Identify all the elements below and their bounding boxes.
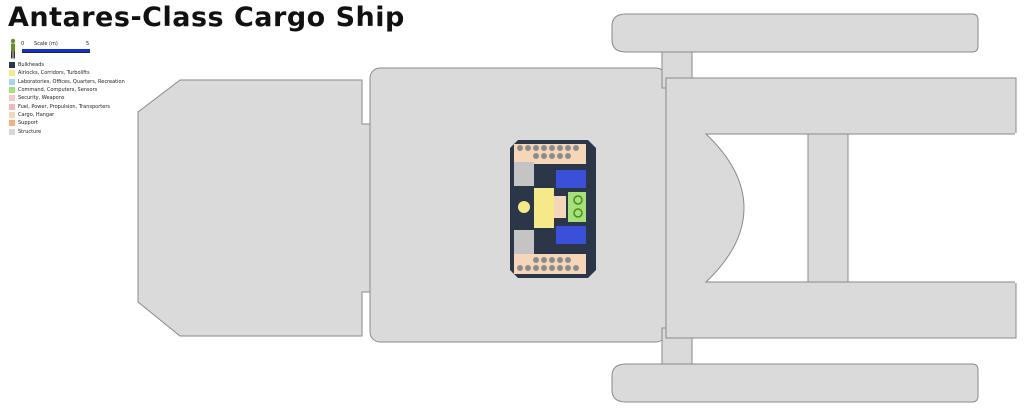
legend-swatch (9, 87, 15, 94)
scale-bar (22, 49, 90, 52)
person-icon (10, 38, 16, 59)
engine-cutout-left (704, 133, 809, 283)
forward-hull (137, 79, 371, 337)
engine-cutout-right (848, 134, 1018, 282)
scale-indicator: 0 Scale (m) 5 (8, 38, 108, 60)
scale-start: 0 (21, 41, 25, 47)
legend-item-bulkheads: Bulkheads (9, 61, 125, 69)
legend-item-security: Security, Weapons (9, 94, 125, 102)
top-nacelle (611, 13, 979, 53)
legend-item-structure: Structure (9, 127, 125, 135)
legend-swatch (9, 70, 15, 77)
bottom-nacelle (611, 363, 979, 403)
legend-swatch (9, 62, 15, 69)
legend-item-support: Support (9, 119, 125, 127)
legend-swatch (9, 111, 15, 118)
legend-item-laboratories: Laboratories, Offices, Quarters, Recreat… (9, 78, 125, 86)
scale-end: 5 (86, 41, 90, 47)
legend-swatch (9, 120, 15, 127)
legend-swatch (9, 78, 15, 85)
legend-item-cargo: Cargo, Hangar (9, 111, 125, 119)
legend-swatch (9, 103, 15, 110)
scale-label: Scale (m) (34, 41, 58, 47)
legend: Bulkheads Airlocks, Corridors, Turbolift… (9, 61, 125, 136)
scale-baseline (22, 52, 90, 53)
deck-module (510, 140, 596, 278)
legend-item-airlocks: Airlocks, Corridors, Turbolifts (9, 69, 125, 77)
legend-swatch (9, 95, 15, 102)
legend-swatch (9, 128, 15, 135)
legend-item-fuel: Fuel, Power, Propulsion, Transporters (9, 102, 125, 110)
page-title: Antares-Class Cargo Ship (8, 2, 405, 33)
legend-item-command: Command, Computers, Sensors (9, 86, 125, 94)
